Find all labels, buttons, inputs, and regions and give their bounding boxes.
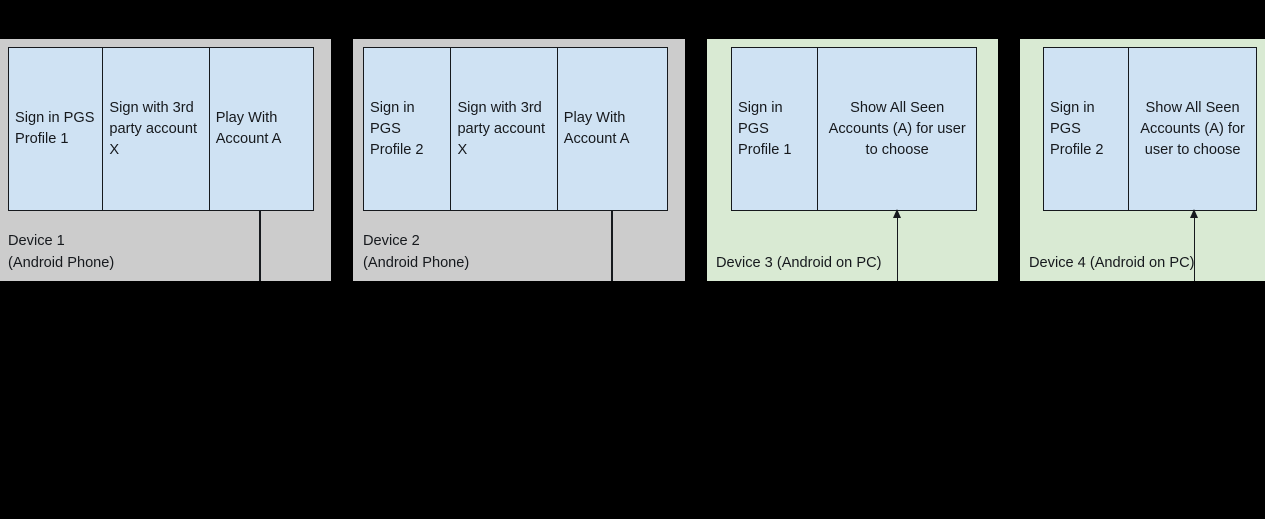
device-1-panel-divider	[259, 211, 261, 281]
device-2-step-row: Sign in PGS Profile 2 Sign with 3rd part…	[363, 47, 668, 211]
device-2-step-2[interactable]: Sign with 3rd party account X	[450, 48, 557, 210]
device-3-step-1[interactable]: Sign in PGS Profile 1	[732, 48, 818, 210]
device-2-step-3[interactable]: Play With Account A	[556, 48, 667, 210]
device-2-label: Device 2 (Android Phone)	[363, 233, 470, 271]
device-4-label: Device 4 (Android on PC)	[1029, 255, 1195, 271]
device-4-step-2[interactable]: Show All Seen Accounts (A) for user to c…	[1128, 48, 1256, 210]
device-1-step-3[interactable]: Play With Account A	[208, 48, 313, 210]
device-1-step-1[interactable]: Sign in PGS Profile 1	[9, 48, 103, 210]
device-4-step-row: Sign in PGS Profile 2 Show All Seen Acco…	[1043, 47, 1257, 211]
device-1-step-2[interactable]: Sign with 3rd party account X	[102, 48, 209, 210]
device-3-step-2[interactable]: Show All Seen Accounts (A) for user to c…	[817, 48, 976, 210]
arrow-into-device-4-shaft	[1194, 215, 1196, 281]
arrow-into-device-4-head	[1190, 209, 1198, 218]
device-1-step-row: Sign in PGS Profile 1 Sign with 3rd part…	[8, 47, 314, 211]
arrow-into-device-3-head	[893, 209, 901, 218]
device-3-step-row: Sign in PGS Profile 1 Show All Seen Acco…	[731, 47, 977, 211]
device-3-label: Device 3 (Android on PC)	[716, 255, 882, 271]
device-2-panel-divider	[611, 211, 613, 281]
device-2-step-1[interactable]: Sign in PGS Profile 2	[364, 48, 451, 210]
arrow-into-device-3-shaft	[897, 215, 899, 281]
device-4-step-1[interactable]: Sign in PGS Profile 2	[1044, 48, 1129, 210]
device-1-label: Device 1 (Android Phone)	[8, 233, 115, 271]
